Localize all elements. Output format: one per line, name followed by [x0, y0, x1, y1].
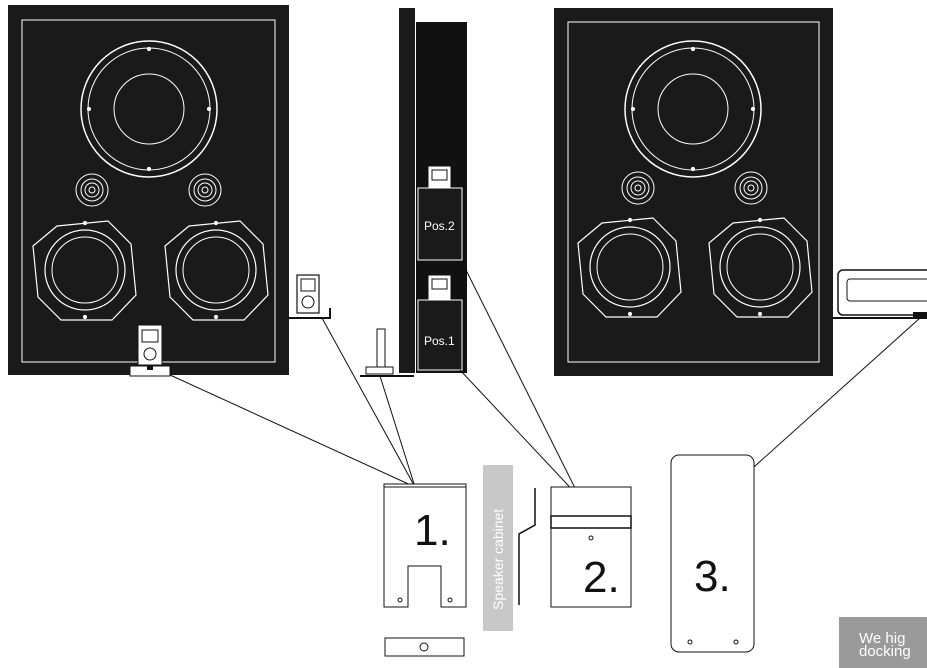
right-midrange-1	[577, 217, 682, 318]
info-note-line-1: We hig	[859, 630, 906, 647]
right-speaker	[554, 8, 833, 376]
left-speaker	[8, 5, 289, 377]
speaker-cabinet-tag	[483, 465, 513, 631]
bracket-1-label: 1.	[414, 506, 451, 555]
left-tweeter-2	[188, 173, 222, 207]
right-midrange-2	[708, 217, 813, 318]
bracket-1	[383, 483, 467, 608]
leader-lines	[169, 267, 921, 499]
right-tweeter-2	[734, 171, 768, 205]
info-note-line-2: docking	[859, 643, 911, 660]
left-midrange-2	[164, 220, 269, 321]
right-woofer	[624, 40, 762, 178]
info-note: We hig docking	[839, 617, 927, 668]
pos1-label: Pos.1	[424, 334, 455, 348]
bracket-3	[670, 454, 755, 653]
left-midrange-1	[32, 220, 137, 321]
left-bottom-dock	[129, 324, 171, 377]
left-tweeter-1	[75, 173, 109, 207]
bracket-3-label: 3.	[694, 552, 731, 601]
right-side-device	[833, 269, 927, 319]
pos2-dock	[417, 165, 463, 261]
bracket-2	[550, 486, 632, 608]
right-tweeter-1	[621, 171, 655, 205]
side-view-cabinet	[360, 8, 467, 377]
bracket-profile-line	[518, 488, 536, 605]
pos1-dock	[417, 274, 463, 371]
bracket-1-bottom-part	[384, 637, 465, 657]
pos2-label: Pos.2	[424, 219, 455, 233]
left-woofer	[80, 40, 218, 178]
speaker-cabinet-label: Speaker cabinet	[490, 509, 506, 610]
side-small-dock	[360, 328, 414, 377]
bracket-2-label: 2.	[583, 553, 620, 602]
side-dock-ipod	[289, 274, 331, 319]
